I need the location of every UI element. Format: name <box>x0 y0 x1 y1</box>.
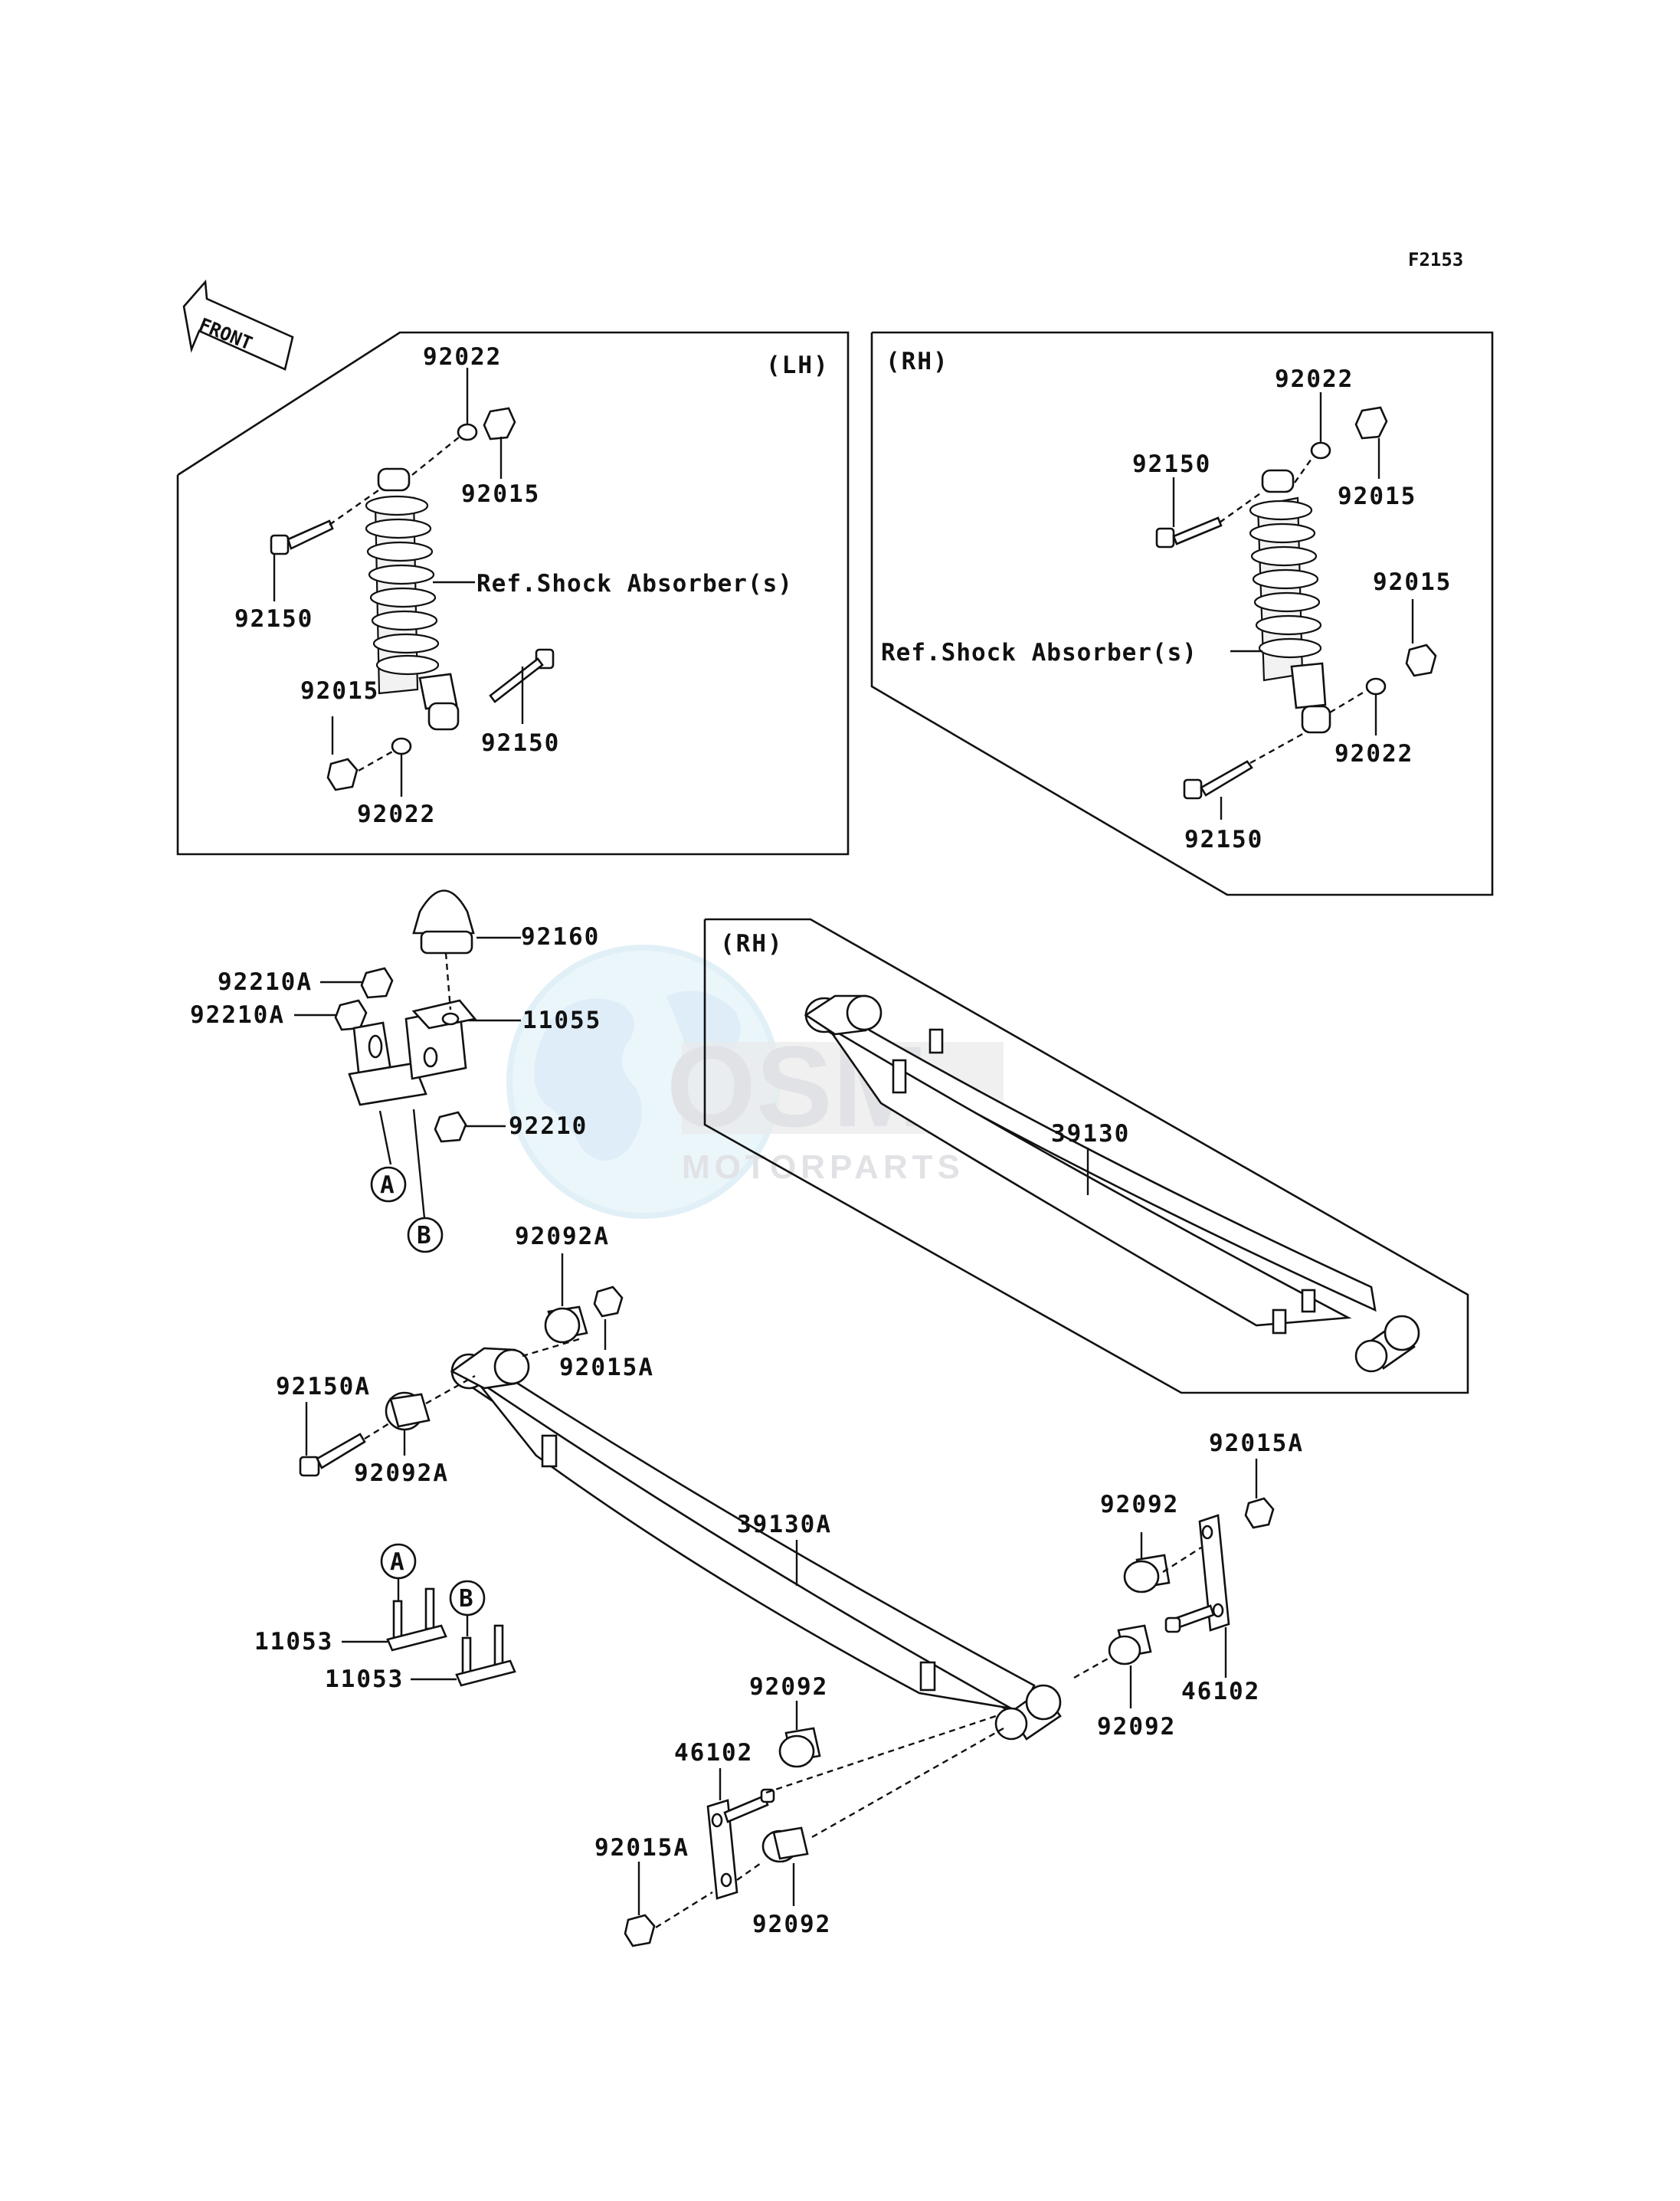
bushing-92092-r2-icon <box>1108 1624 1152 1665</box>
part-number-92150a: 92150A <box>276 1373 371 1400</box>
bushing-92092-c2-icon <box>761 1826 809 1863</box>
part-number-92150: 92150 <box>481 729 560 757</box>
nut-92015-rh-top-icon <box>1354 406 1388 440</box>
nut-92210-icon <box>434 1111 467 1143</box>
part-number-92092: 92092 <box>1097 1713 1176 1741</box>
part-number-11055: 11055 <box>522 1007 601 1034</box>
part-number-46102: 46102 <box>1181 1678 1260 1705</box>
part-number-92210: 92210 <box>509 1112 588 1140</box>
part-number-46102: 46102 <box>674 1739 753 1767</box>
svg-text:B: B <box>417 1222 433 1250</box>
shock-absorber-rh <box>1249 469 1331 734</box>
nut-92015a-top-icon <box>593 1286 624 1318</box>
bushing-92092-c1-icon <box>778 1727 821 1768</box>
part-number-92022: 92022 <box>357 801 436 828</box>
nut-92015-lh-top-icon <box>483 407 516 441</box>
part-number-92015: 92015 <box>300 677 379 705</box>
svg-text:A: A <box>390 1548 406 1576</box>
part-number-92015a: 92015A <box>1209 1430 1304 1457</box>
leaf-spring-39130-icon <box>804 994 1420 1373</box>
bracket-11055-icon <box>348 999 477 1106</box>
part-number-92210a: 92210A <box>218 968 313 996</box>
spring-rh-panel: (RH) 39130 <box>703 918 1469 1394</box>
part-number-92022: 92022 <box>1275 365 1354 393</box>
shock-lh-panel: (LH) <box>176 331 850 856</box>
u-bolt-11053-a-icon <box>386 1587 447 1652</box>
part-number-92015: 92015 <box>1373 568 1452 596</box>
part-number-92160: 92160 <box>521 923 600 951</box>
bolt-92150-rh-bot-icon <box>1183 760 1253 800</box>
bushing-92092a-bot-icon <box>385 1391 431 1431</box>
bracket-group: 92160 92210A 92210A 11055 92210 A B <box>190 889 601 1253</box>
leaf-spring-39130a-group: 92092A 92015A 92150A 92092A 39130A <box>276 1223 1062 1741</box>
nut-92210a-icon <box>334 999 368 1031</box>
ref-shock-absorber-lh: Ref.Shock Absorber(s) <box>476 570 793 598</box>
washer-92022-lh-top-icon <box>457 423 478 441</box>
shackle-right-group: 92015A 92092 46102 92092 <box>1073 1430 1304 1741</box>
part-number-92092: 92092 <box>749 1673 828 1701</box>
nut-92015a-left-icon <box>624 1914 656 1947</box>
callout-b: B <box>449 1580 486 1616</box>
u-bolt-group: A B 11053 11053 <box>254 1543 516 1693</box>
part-number-92022: 92022 <box>423 343 502 371</box>
part-number-39130: 39130 <box>1051 1120 1130 1148</box>
washer-92022-rh-bot-icon <box>1365 677 1387 696</box>
spring-rh-side-label: (RH) <box>720 930 784 958</box>
part-number-92015: 92015 <box>461 480 540 508</box>
bolt-92150-rh-top-icon <box>1155 516 1223 549</box>
part-number-92092: 92092 <box>752 1911 831 1938</box>
callout-a: A <box>370 1166 407 1203</box>
part-number-92015a: 92015A <box>594 1834 689 1862</box>
part-number-92092: 92092 <box>1100 1491 1179 1518</box>
bushing-92092-r1-icon <box>1123 1554 1171 1593</box>
shackle-46102-right-icon <box>1164 1514 1230 1633</box>
shock-absorber-lh <box>365 467 460 731</box>
nut-92210a-icon <box>360 967 394 999</box>
callout-a: A <box>380 1543 417 1580</box>
diagram-code: F2153 <box>1408 249 1463 270</box>
bushing-92092a-top-icon <box>544 1305 588 1344</box>
shock-rh-panel: (RH) <box>870 331 1494 896</box>
part-number-92150: 92150 <box>234 605 313 633</box>
callout-b: B <box>407 1217 444 1253</box>
leaf-spring-39130a-icon <box>450 1347 1062 1741</box>
shock-rh-side-label: (RH) <box>886 348 949 375</box>
part-number-39130a: 39130A <box>737 1511 832 1538</box>
part-number-92092a: 92092A <box>354 1459 449 1487</box>
part-number-92022: 92022 <box>1335 740 1413 768</box>
u-bolt-11053-b-icon <box>455 1624 516 1687</box>
bump-stop-92160-icon <box>412 889 475 955</box>
part-number-92015: 92015 <box>1338 483 1416 510</box>
washer-92022-rh-top-icon <box>1310 441 1331 460</box>
front-arrow-icon: FRONT <box>182 279 294 371</box>
part-number-92092a: 92092A <box>515 1223 610 1250</box>
ref-shock-absorber-rh: Ref.Shock Absorber(s) <box>881 639 1197 667</box>
svg-text:B: B <box>459 1585 475 1613</box>
bolt-92150a-icon <box>299 1433 366 1477</box>
shackle-46102-left-icon <box>706 1788 775 1900</box>
part-number-92150: 92150 <box>1184 826 1263 853</box>
nut-92015-lh-bot-icon <box>326 758 359 791</box>
bolt-92150-lh-top-icon <box>270 519 334 555</box>
part-number-92210a: 92210A <box>190 1001 285 1029</box>
nut-92015a-right-icon <box>1244 1497 1275 1529</box>
svg-text:A: A <box>380 1171 396 1199</box>
watermark-sub: MOTORPARTS <box>682 1148 964 1186</box>
part-number-92015a: 92015A <box>559 1354 654 1381</box>
nut-92015-rh-mid-icon <box>1405 644 1437 677</box>
part-number-11053: 11053 <box>254 1628 333 1656</box>
shackle-left-group: 92092 46102 92015A 92092 <box>594 1673 1004 1947</box>
part-number-11053: 11053 <box>325 1665 404 1693</box>
bolt-92150-lh-bot-icon <box>489 648 555 703</box>
shock-lh-side-label: (LH) <box>766 352 830 379</box>
part-number-92150: 92150 <box>1132 450 1211 478</box>
washer-92022-lh-bot-icon <box>391 737 412 755</box>
